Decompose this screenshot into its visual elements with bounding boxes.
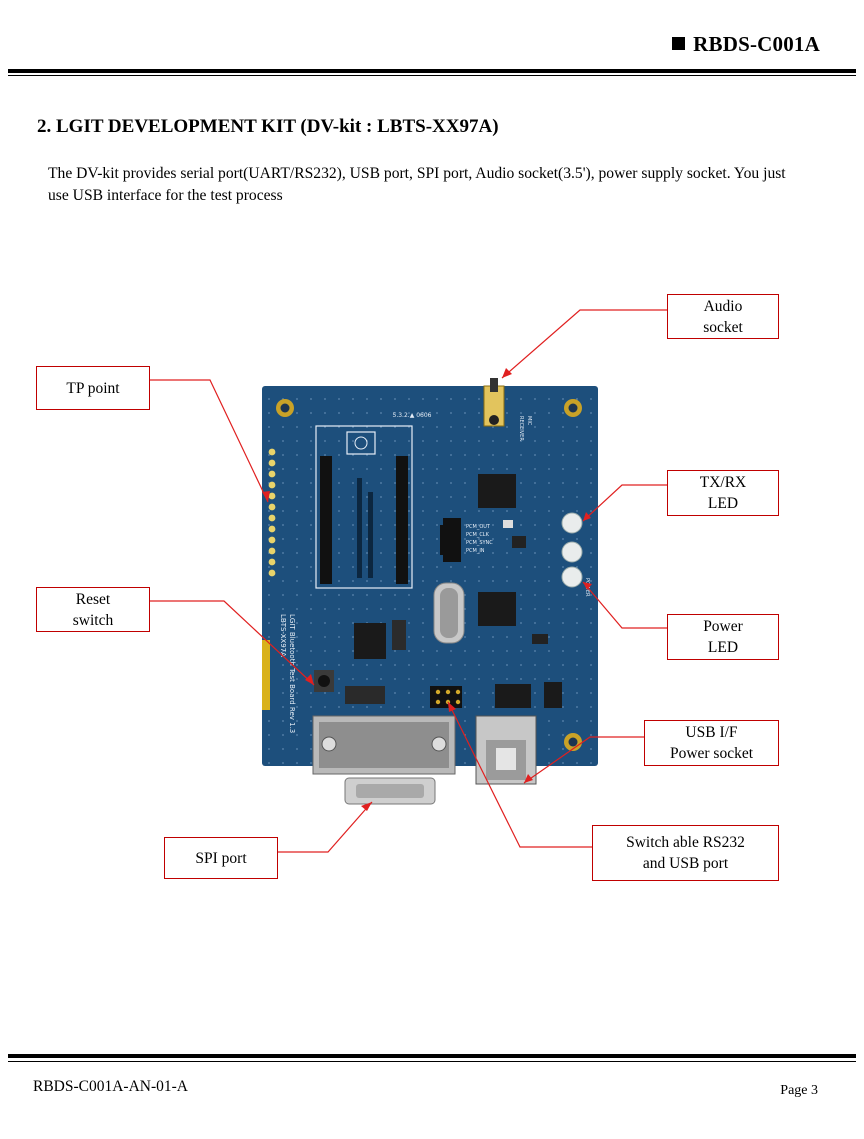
callout-audio-line2: socket [703,318,743,336]
callout-tp-point: TP point [36,366,150,410]
leader-usb [523,736,644,784]
silk-model: LBTS-XX97A [279,614,287,657]
pcb-board [262,386,598,766]
mounting-holes [276,399,582,751]
callout-reset-line2: switch [72,611,114,629]
usb-socket [475,715,537,785]
document-id: RBDS-C001A [672,32,820,57]
footer-rule [8,1054,856,1058]
leader-spi [278,801,373,853]
header-rule [8,69,856,73]
callout-power-line2: LED [707,639,739,656]
silk-receiver: RECEIVER [518,416,524,441]
callout-power-line1: Power [703,618,743,635]
bt-module-socket [315,425,413,589]
leader-tp [150,379,269,503]
section-title: 2. LGIT DEVELOPMENT KIT (DV-kit : LBTS-X… [37,116,499,137]
square-bullet-icon [672,37,686,50]
leader-audio [501,309,667,379]
db9-connector [312,715,456,805]
header-rule-thin [8,75,856,76]
leader-txrx [582,484,667,522]
callout-usb-line2: Power socket [669,745,754,762]
tp-point-pads [268,448,276,577]
callout-switch-line2: and USB port [642,855,729,872]
silk-pcm-2: PCM_SYNC [466,540,493,546]
callout-txrx-line1: TX/RX [699,474,747,491]
dv-kit-figure: 5.3.2.▲ 0606 PCM_OUT PCM_CLK PCM_SYNC PC… [0,270,864,910]
callout-txrx-led: TX/RX LED [667,470,779,516]
callout-audio-socket: Audio socket [667,294,779,339]
leader-arrowheads [262,368,592,811]
callout-spi-line1: SPI port [195,849,247,867]
silk-pcm-0: PCM_OUT [466,524,491,530]
footer-document-number: RBDS-C001A-AN-01-A [33,1078,188,1095]
audio-jack [483,378,505,427]
silk-pcm-1: PCM_CLK [466,532,490,538]
footer-rule-thin [8,1061,856,1062]
leader-lines [150,309,667,853]
leader-switch [447,701,592,848]
components [314,474,562,708]
silk-date: 5.3.2.▲ 0606 [393,412,432,419]
callout-switch-line1: Switch able RS232 [626,834,745,851]
silk-title: LGIT Bluetooth Test Board Rev 1.3 [288,614,296,733]
silk-mic: MIC [526,416,532,426]
document-id-text: RBDS-C001A [693,32,820,56]
callout-usb-power-socket: USB I/F Power socket [644,720,779,766]
callout-usb-line1: USB I/F [685,724,738,741]
intro-paragraph: The DV-kit provides serial port(UART/RS2… [48,165,786,204]
callout-reset-line1: Reset [75,590,111,608]
status-leds [561,512,583,588]
footer-page-number: Page 3 [780,1083,818,1098]
silk-pcm-3: PCM_IN [466,548,485,554]
callout-reset-switch: Reset switch [36,587,150,632]
dv-kit-photo: 5.3.2.▲ 0606 PCM_OUT PCM_CLK PCM_SYNC PC… [150,309,667,853]
leader-reset [150,600,315,686]
callout-audio-line1: Audio [703,297,743,315]
callout-txrx-line2: LED [707,495,739,512]
callout-spi-port: SPI port [164,837,278,879]
callout-switchable-port: Switch able RS232 and USB port [592,825,779,881]
callout-tp-line1: TP point [66,379,120,397]
leader-power [582,581,667,629]
